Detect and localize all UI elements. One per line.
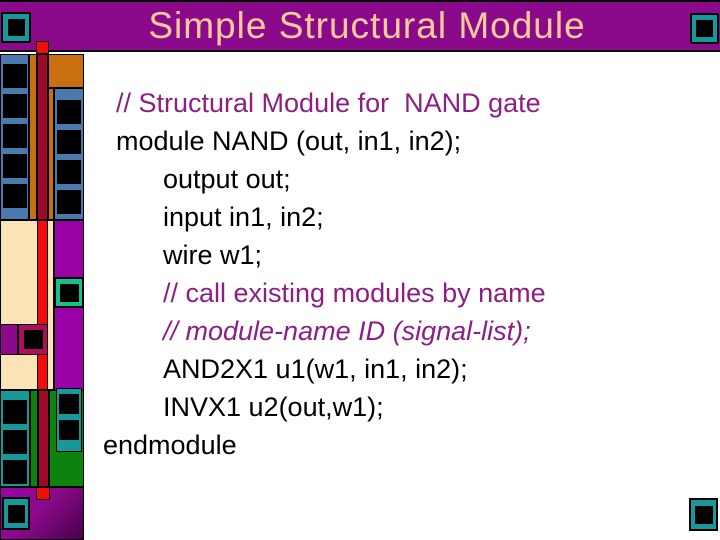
code-line: // module-name ID (signal-list);: [163, 316, 531, 346]
decor-purple-small-block: [0, 324, 18, 355]
decor-black-square: [2, 94, 27, 118]
decor-black-square: [694, 505, 713, 524]
decor-black-square: [2, 124, 27, 148]
decor-teal-block-right: [56, 388, 82, 452]
decor-black-square: [3, 400, 27, 424]
code-line: // call existing modules by name: [163, 278, 546, 308]
title-bar: Simple Structural Module: [0, 0, 720, 52]
decor-red-square-bottom: [36, 487, 50, 500]
decor-red-stripe: [37, 220, 48, 390]
left-decoration: [0, 0, 85, 540]
code-line: module NAND (out, in1, in2);: [116, 126, 462, 156]
decor-magenta-square: [18, 324, 48, 355]
decor-maroon-stripe-lower: [38, 390, 49, 487]
code-line: INVX1 u2(out,w1);: [163, 392, 384, 422]
decor-red-square-top: [36, 41, 49, 54]
decor-black-square: [59, 394, 79, 414]
decor-black-square: [57, 190, 81, 214]
decor-black-square: [2, 64, 27, 88]
decor-black-square: [57, 130, 81, 154]
code-line: AND2X1 u1(w1, in1, in2);: [163, 354, 468, 384]
decor-blue-column-right: [54, 88, 84, 220]
decor-black-square: [59, 283, 79, 302]
code-line: wire w1;: [163, 240, 263, 270]
decor-black-square: [7, 19, 25, 36]
decor-teal-column: [0, 390, 30, 487]
decor-teal-square-bottom-left: [2, 497, 30, 530]
code-block: // Structural Module for NAND gate modul…: [103, 84, 703, 464]
decor-teal-square-bottom-right: [689, 498, 718, 531]
decor-emerald-square: [54, 277, 84, 308]
slide-title: Simple Structural Module: [148, 5, 586, 46]
decor-teal-square-top-left: [1, 12, 31, 43]
decor-maroon-stripe: [37, 54, 48, 220]
decor-black-square: [696, 20, 713, 37]
code-line: output out;: [163, 164, 291, 194]
decor-black-square: [3, 430, 27, 454]
decor-black-square: [57, 100, 81, 124]
decor-orange-sliver: [48, 88, 54, 220]
decor-blue-column-left: [0, 54, 29, 220]
decor-black-square: [3, 460, 27, 484]
code-line: input in1, in2;: [163, 202, 324, 232]
decor-black-square: [23, 330, 43, 349]
decor-green-stripe: [30, 390, 38, 487]
decor-black-square: [2, 184, 27, 208]
decor-teal-square-top-right: [690, 13, 719, 44]
code-line: // Structural Module for NAND gate: [116, 88, 541, 118]
decor-orange-stripe: [29, 54, 37, 220]
decor-orange-block: [48, 54, 84, 88]
decor-black-square: [7, 504, 25, 523]
decor-black-square: [59, 420, 79, 440]
code-line: endmodule: [103, 430, 237, 460]
decor-black-square: [57, 160, 81, 184]
decor-black-square: [2, 154, 27, 178]
